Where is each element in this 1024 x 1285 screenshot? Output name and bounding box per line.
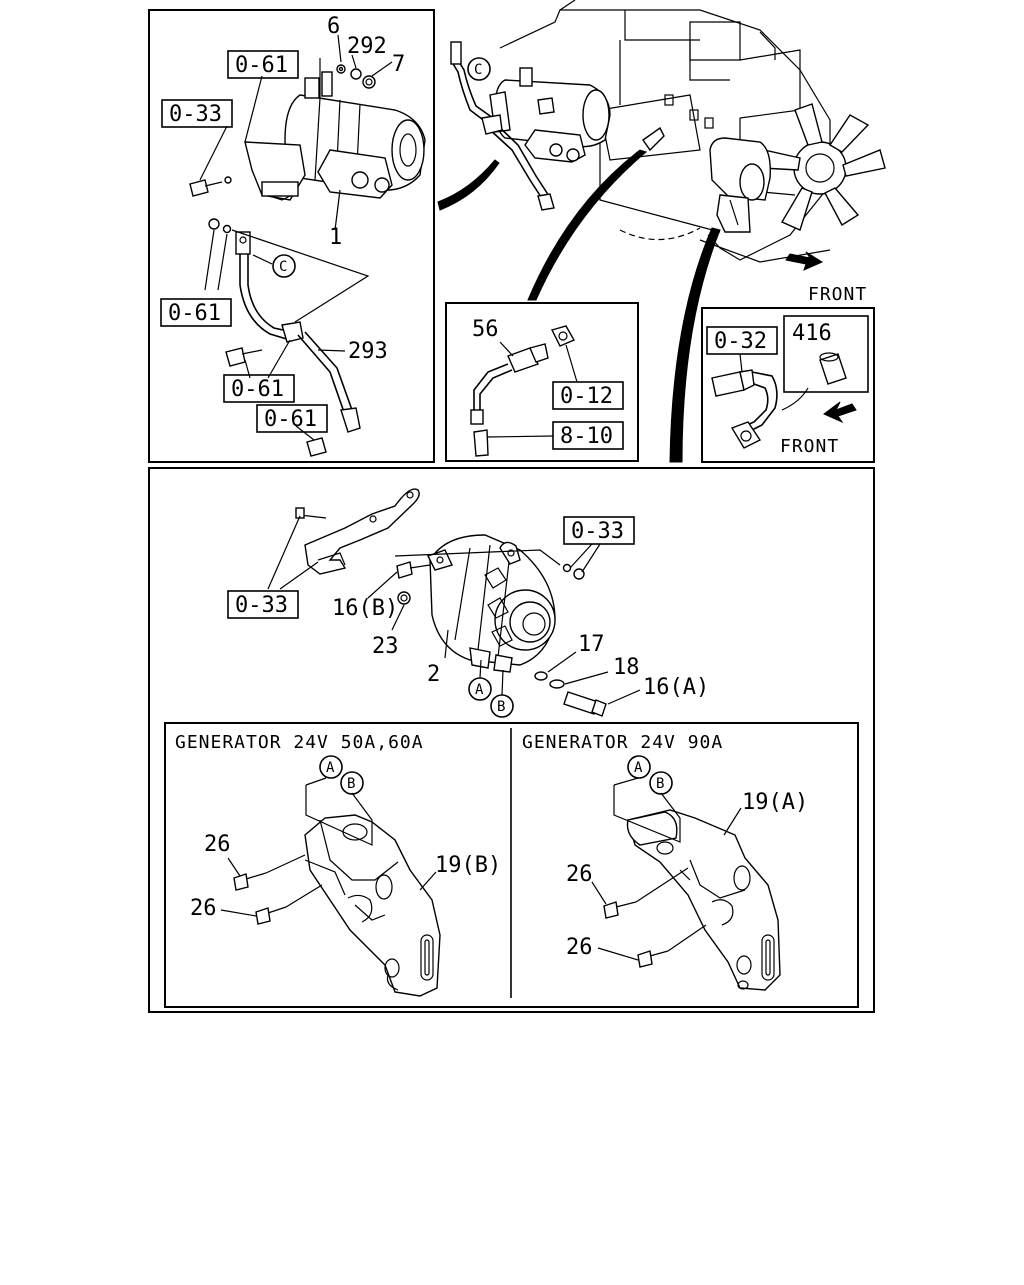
part-number-26: 26	[190, 896, 217, 921]
marker-a: A	[475, 682, 484, 698]
engine-overview-drawing	[489, 0, 886, 263]
part-ref-0-33: 0-33	[169, 102, 222, 127]
callout-arrow-starter	[437, 159, 500, 211]
callout-arrow-hose	[669, 227, 721, 463]
part-ref-8-10: 8-10	[560, 424, 613, 449]
part-number-23: 23	[372, 634, 399, 659]
marker-c: C	[474, 62, 482, 78]
callout-8-10: 8-10	[552, 421, 624, 450]
generator-leaders	[267, 515, 641, 705]
engine-cable	[450, 41, 555, 211]
hose-leaders	[739, 353, 743, 373]
part-number-292: 292	[347, 34, 387, 59]
cable-293	[225, 231, 361, 457]
front-arrow-top: FRONT	[785, 251, 867, 305]
callout-0-33-c: 0-33	[227, 590, 299, 619]
circle-marker-a-a: A	[468, 677, 492, 701]
callout-0-33-b: 0-33	[563, 516, 635, 545]
part-number-2: 2	[427, 662, 440, 687]
circle-marker-c-a: C	[272, 254, 296, 278]
part-number-6: 6	[327, 14, 340, 39]
front-label: FRONT	[808, 284, 867, 305]
callout-0-12: 0-12	[552, 381, 624, 410]
part-ref-0-32: 0-32	[714, 329, 767, 354]
callout-416: 416	[783, 315, 869, 393]
callout-0-61-c: 0-61	[223, 374, 295, 403]
callout-0-61-d: 0-61	[256, 404, 328, 433]
part-number-19b: 19(B)	[435, 853, 501, 878]
marker-b: B	[656, 776, 664, 792]
sensor-drawing	[470, 325, 575, 457]
part-number-7: 7	[392, 52, 405, 77]
front-arrow-hose: FRONT	[780, 401, 857, 457]
part-number-17: 17	[578, 632, 605, 657]
callout-0-32: 0-32	[706, 326, 778, 355]
part-ref-0-61: 0-61	[235, 53, 288, 78]
bracket-19a-bolts	[603, 901, 669, 968]
bracket-19b-drawing	[304, 814, 441, 997]
starter-bolts	[189, 64, 376, 234]
part-number-16a: 16(A)	[643, 675, 709, 700]
bracket-19b-leaders	[220, 777, 437, 917]
marker-a: A	[634, 760, 643, 776]
marker-c: C	[279, 259, 287, 275]
sensor-pointer	[642, 126, 665, 152]
alternator-drawing	[427, 534, 556, 673]
bracket-19a-leaders	[591, 777, 742, 961]
part-number-26: 26	[566, 935, 593, 960]
part-number-56: 56	[472, 317, 499, 342]
sensor-leaders	[487, 341, 578, 438]
part-number-1: 1	[329, 225, 342, 250]
marker-b: B	[497, 699, 505, 715]
circle-marker-a-c: A	[627, 755, 651, 779]
marker-a: A	[326, 760, 335, 776]
circle-marker-b-b: B	[340, 771, 364, 795]
part-number-19a: 19(A)	[742, 790, 808, 815]
part-ref-0-33: 0-33	[235, 593, 288, 618]
generator-50a-60a-title: GENERATOR 24V 50A,60A	[175, 732, 424, 753]
part-number-26: 26	[566, 862, 593, 887]
marker-b: B	[347, 776, 355, 792]
starter-leaders	[199, 34, 393, 441]
circle-marker-b-a: B	[490, 694, 514, 718]
callout-0-33-a: 0-33	[161, 99, 233, 128]
bracket-19b-bolts	[233, 872, 287, 925]
part-ref-0-61: 0-61	[168, 301, 221, 326]
part-number-18: 18	[613, 655, 640, 680]
circle-marker-b-c: B	[649, 771, 673, 795]
bracket-19a-drawing	[626, 809, 781, 991]
callout-arrow-sensor	[527, 149, 648, 301]
hose-drawing	[711, 352, 847, 449]
front-label: FRONT	[780, 436, 839, 457]
part-number-26: 26	[204, 832, 231, 857]
generator-90a-title: GENERATOR 24V 90A	[522, 732, 723, 753]
part-number-293: 293	[348, 339, 388, 364]
frame-sensor-panel	[445, 302, 639, 462]
part-ref-0-61: 0-61	[231, 377, 284, 402]
part-ref-0-61: 0-61	[264, 407, 317, 432]
starter-motor-drawing	[244, 71, 426, 201]
frame-starter-panel	[148, 9, 435, 463]
frame-hose-panel	[701, 307, 875, 463]
part-ref-0-12: 0-12	[560, 384, 613, 409]
generator-bolts	[396, 561, 607, 717]
part-number-416: 416	[792, 321, 832, 346]
callout-0-61-b: 0-61	[160, 298, 232, 327]
frame-generator-panel	[148, 467, 875, 1013]
circle-marker-a-b: A	[319, 755, 343, 779]
callout-0-61-a: 0-61	[227, 50, 299, 79]
circle-marker-c-b: C	[467, 57, 491, 81]
part-ref-0-33: 0-33	[571, 519, 624, 544]
adjusting-bar-drawing	[295, 488, 420, 575]
frame-bracket-subpanel	[164, 722, 859, 1008]
part-number-16b: 16(B)	[332, 596, 398, 621]
